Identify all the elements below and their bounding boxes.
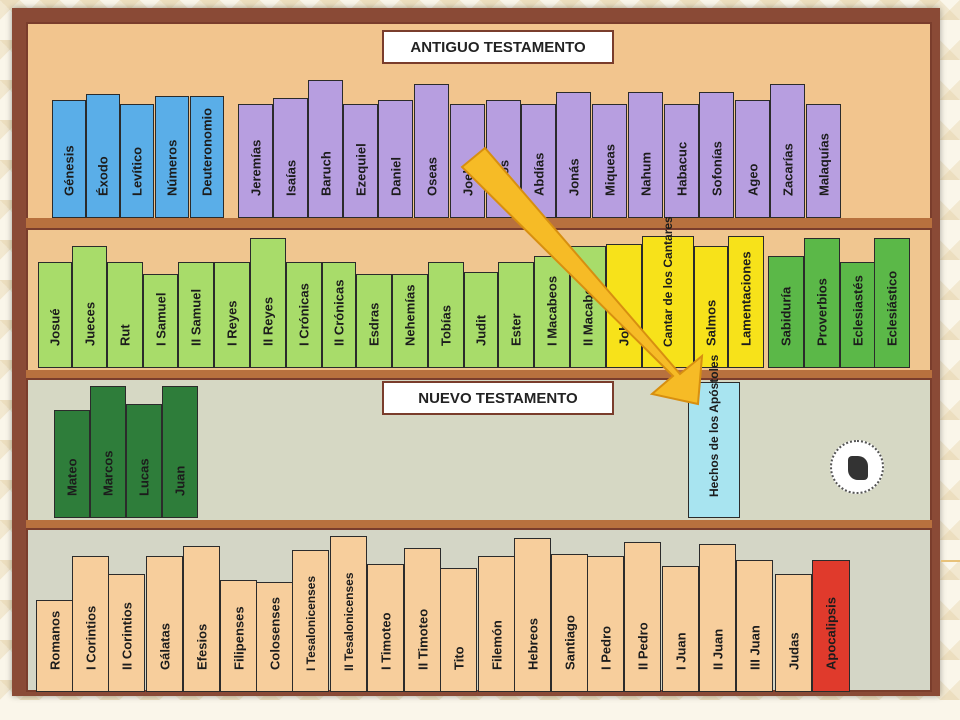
book-ii-tesalonicenses: II Tesalonicenses xyxy=(330,536,367,692)
book-i-juan: I Juan xyxy=(662,566,699,692)
book-ii-reyes: II Reyes xyxy=(250,238,286,368)
book-miqueas: Miqueas xyxy=(592,104,627,218)
book-ii-crónicas: II Crónicas xyxy=(322,262,356,368)
book-sofonías: Sofonías xyxy=(699,92,734,218)
book-i-macabeos: I Macabeos xyxy=(534,256,570,368)
book-i-pedro: I Pedro xyxy=(587,556,624,692)
book-ii-pedro: II Pedro xyxy=(624,542,661,692)
book-tobías: Tobías xyxy=(428,262,464,368)
book-ester: Ester xyxy=(498,262,534,368)
book-nahum: Nahum xyxy=(628,92,663,218)
book-isaías: Isaías xyxy=(273,98,308,218)
book-baruch: Baruch xyxy=(308,80,343,218)
book-i-tesalonicenses: I Tesalonicenses xyxy=(292,550,329,692)
book-mateo: Mateo xyxy=(54,410,90,518)
book-malaquías: Malaquías xyxy=(806,104,841,218)
book-esdras: Esdras xyxy=(356,274,392,368)
book-i-timoteo: I Timoteo xyxy=(367,564,404,692)
book-proverbios: Proverbios xyxy=(804,238,840,368)
book-marcos: Marcos xyxy=(90,386,126,518)
book-ii-juan: II Juan xyxy=(699,544,736,692)
book-génesis: Génesis xyxy=(52,100,86,218)
book-tito: Tito xyxy=(440,568,477,692)
book-jueces: Jueces xyxy=(72,246,107,368)
shelf-board-2 xyxy=(26,370,932,380)
old-testament-header: ANTIGUO TESTAMENTO xyxy=(382,30,614,64)
book-éxodo: Éxodo xyxy=(86,94,120,218)
book-abdías: Abdías xyxy=(521,104,556,218)
shelf-board-1 xyxy=(26,218,932,228)
book-efesios: Efesios xyxy=(183,546,220,692)
book-filemón: Filemón xyxy=(478,556,515,692)
book-lucas: Lucas xyxy=(126,404,162,518)
book-deuteronomio: Deuteronomio xyxy=(190,96,224,218)
book-zacarías: Zacarías xyxy=(770,84,805,218)
book-lamentaciones: Lamentaciones xyxy=(728,236,764,368)
book-nehemías: Nehemías xyxy=(392,274,428,368)
book-habacuc: Habacuc xyxy=(664,104,699,218)
book-i-reyes: I Reyes xyxy=(214,262,250,368)
book-iii-juan: III Juan xyxy=(736,560,773,692)
book-salmos: Salmos xyxy=(694,246,728,368)
book-jonás: Jonás xyxy=(556,92,591,218)
book-eclesiástico: Eclesiástico xyxy=(874,238,910,368)
shelf-board-3 xyxy=(26,520,932,530)
book-judit: Judit xyxy=(464,272,498,368)
book-números: Números xyxy=(155,96,189,218)
book-oseas: Oseas xyxy=(414,84,449,218)
book-hebreos: Hebreos xyxy=(514,538,551,692)
book-daniel: Daniel xyxy=(378,100,413,218)
book-josué: Josué xyxy=(38,262,72,368)
book-i-crónicas: I Crónicas xyxy=(286,262,322,368)
seal-emblem-icon xyxy=(830,440,884,494)
book-apocalipsis: Apocalipsis xyxy=(812,560,850,692)
book-i-samuel: I Samuel xyxy=(143,274,178,368)
book-levítico: Levítico xyxy=(120,104,154,218)
book-ageo: Ageo xyxy=(735,100,770,218)
book-rut: Rut xyxy=(107,262,143,368)
book-romanos: Romanos xyxy=(36,600,73,692)
book-colosenses: Colosenses xyxy=(256,582,293,692)
book-gálatas: Gálatas xyxy=(146,556,183,692)
book-santiago: Santiago xyxy=(551,554,588,692)
book-ii-samuel: II Samuel xyxy=(178,262,214,368)
book-ezequiel: Ezequiel xyxy=(343,104,378,218)
book-sabiduría: Sabiduría xyxy=(768,256,804,368)
book-judas: Judas xyxy=(775,574,812,692)
book-jeremías: Jeremías xyxy=(238,104,273,218)
arrow-shape xyxy=(460,146,704,406)
book-eclesiastés: Eclesiastés xyxy=(840,262,876,368)
edge-decoration xyxy=(941,560,960,562)
book-ii-corintios: II Corintios xyxy=(108,574,145,692)
book-juan: Juan xyxy=(162,386,198,518)
new-testament-header: NUEVO TESTAMENTO xyxy=(382,381,614,415)
book-filipenses: Filipenses xyxy=(220,580,257,692)
